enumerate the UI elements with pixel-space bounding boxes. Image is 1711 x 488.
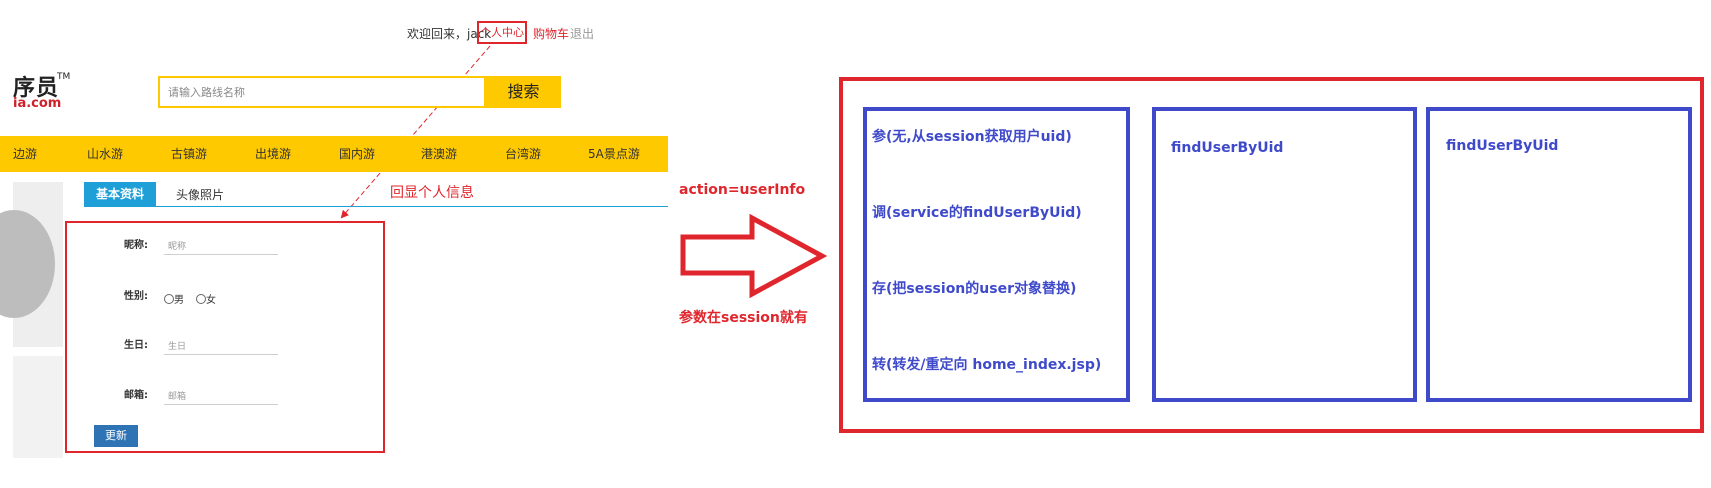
logo-trademark: TM — [57, 72, 71, 82]
site-logo[interactable]: 序员 — [13, 76, 60, 101]
big-right-arrow-icon — [680, 213, 828, 299]
dao-box — [1426, 107, 1692, 402]
flow-diagram-frame — [839, 77, 1704, 433]
nav-item[interactable]: 古镇游 — [171, 147, 208, 161]
step-store: 存(把session的user对象替换) — [872, 281, 1077, 297]
nav-item[interactable]: 港澳游 — [421, 147, 458, 161]
nav-item[interactable]: 5A景点游 — [588, 147, 640, 161]
birthday-field[interactable] — [164, 340, 278, 355]
avatar — [0, 210, 55, 318]
nickname-label: 昵称: — [124, 240, 148, 251]
nav-bar: 边游 山水游 古镇游 出境游 国内游 港澳游 台湾游 5A景点游 — [0, 136, 668, 172]
step-call: 调(service的findUserByUid) — [872, 205, 1082, 221]
search-button[interactable]: 搜索 — [486, 76, 561, 108]
gender-female-radio[interactable] — [196, 294, 206, 304]
nav-item[interactable]: 山水游 — [87, 147, 124, 161]
step-param: 参(无,从session获取用户uid) — [872, 129, 1072, 145]
tab-avatar-photo[interactable]: 头像照片 — [176, 188, 225, 202]
avatar-panel — [0, 182, 63, 347]
tab-basic-info[interactable]: 基本资料 — [84, 182, 156, 206]
gender-female-label: 女 — [206, 295, 216, 306]
nav-item[interactable]: 国内游 — [339, 147, 376, 161]
user-center-link[interactable]: 个人中心 — [477, 21, 527, 44]
nav-item[interactable]: 边游 — [13, 147, 38, 161]
service-method-label: findUserByUid — [1171, 140, 1284, 156]
step-forward: 转(转发/重定向 home_index.jsp) — [872, 357, 1102, 373]
service-box — [1152, 107, 1417, 402]
annotation-echo-info: 回显个人信息 — [390, 185, 474, 201]
profile-form — [65, 221, 385, 453]
annotation-session-note: 参数在session就有 — [679, 310, 808, 326]
cart-link[interactable]: 购物车 — [533, 27, 570, 41]
annotation-action: action=userInfo — [679, 182, 806, 198]
gender-label: 性别: — [124, 291, 148, 302]
dashed-connector-line — [340, 45, 491, 219]
logout-link[interactable]: 退出 — [570, 27, 595, 41]
gender-male-radio[interactable] — [164, 294, 174, 304]
side-panel — [13, 356, 63, 458]
update-button[interactable]: 更新 — [94, 425, 138, 447]
email-label: 邮箱: — [124, 390, 148, 401]
servlet-box — [863, 107, 1130, 402]
tab-underline — [84, 206, 668, 207]
email-field[interactable] — [164, 390, 278, 405]
nav-item[interactable]: 台湾游 — [505, 147, 542, 161]
gender-male-label: 男 — [174, 295, 184, 306]
birthday-label: 生日: — [124, 340, 148, 351]
logo-domain: ia.com — [13, 96, 62, 111]
search-input[interactable] — [158, 76, 486, 108]
nickname-field[interactable] — [164, 240, 278, 255]
welcome-text: 欢迎回来，jack — [407, 27, 492, 41]
dao-method-label: findUserByUid — [1446, 138, 1559, 154]
nav-item[interactable]: 出境游 — [255, 147, 292, 161]
